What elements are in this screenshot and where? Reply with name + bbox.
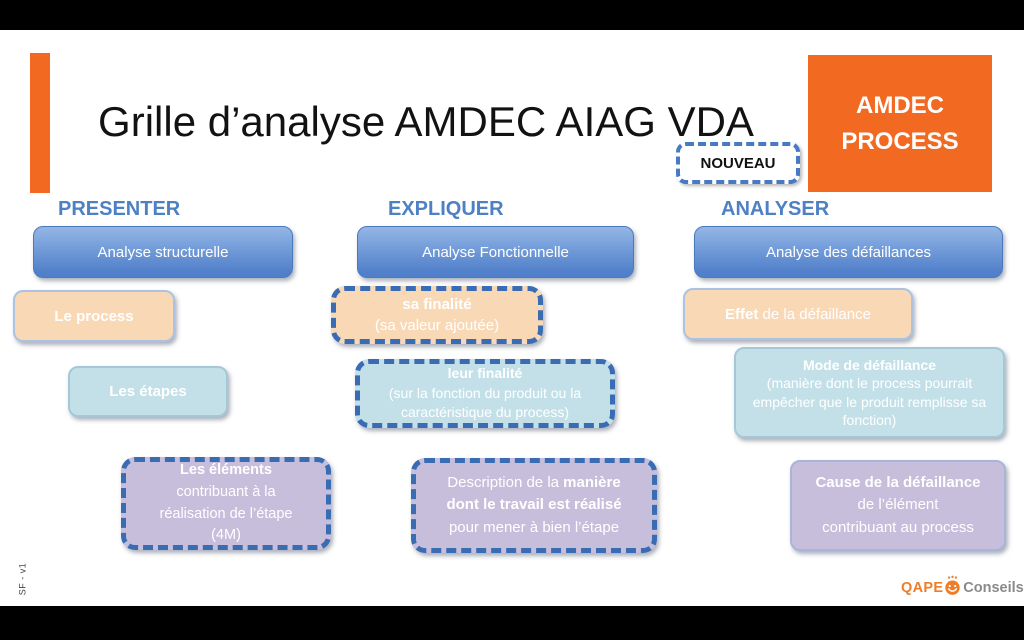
qapeo-conseils-logo: QAPE Conseils bbox=[901, 575, 1024, 602]
nouveau-badge: NOUVEAU bbox=[676, 142, 800, 184]
box-analyse-defaillances: Analyse des défaillances bbox=[694, 226, 1003, 278]
column-header-presenter: PRESENTER bbox=[58, 198, 181, 220]
box-analyse-fonctionnelle: Analyse Fonctionnelle bbox=[357, 226, 634, 278]
version-note: SF - v1 bbox=[17, 562, 28, 596]
box-le-process: Le process bbox=[13, 290, 175, 342]
box-les-etapes: Les étapes bbox=[68, 366, 228, 417]
letterbox-top bbox=[0, 0, 1024, 30]
letterbox-bottom bbox=[0, 606, 1024, 640]
box-leur-finalite: leur finalité(sur la fonction du produit… bbox=[355, 359, 615, 428]
logo-brand-text: QAPE bbox=[901, 580, 944, 596]
column-header-analyser: ANALYSER bbox=[721, 198, 830, 220]
amdec-process-tag: AMDEC PROCESS bbox=[808, 55, 992, 192]
amdec-tag-line1: AMDEC bbox=[856, 91, 944, 119]
slide-title: Grille d’analyse AMDEC AIAG VDA bbox=[98, 98, 754, 145]
box-sa-finalite: sa finalité(sa valeur ajoutée) bbox=[331, 286, 543, 344]
box-mode-defaillance: Mode de défaillance(manière dont le proc… bbox=[734, 347, 1005, 438]
column-header-expliquer: EXPLIQUER bbox=[388, 198, 504, 220]
logo-suffix-text: Conseils bbox=[963, 580, 1024, 596]
title-accent-bar bbox=[30, 53, 50, 193]
box-analyse-structurelle: Analyse structurelle bbox=[33, 226, 293, 278]
amdec-tag-line2: PROCESS bbox=[841, 127, 959, 155]
logo-o-smiley-icon bbox=[944, 575, 961, 602]
box-effet-defaillance: Effet de la défaillance bbox=[683, 288, 913, 340]
